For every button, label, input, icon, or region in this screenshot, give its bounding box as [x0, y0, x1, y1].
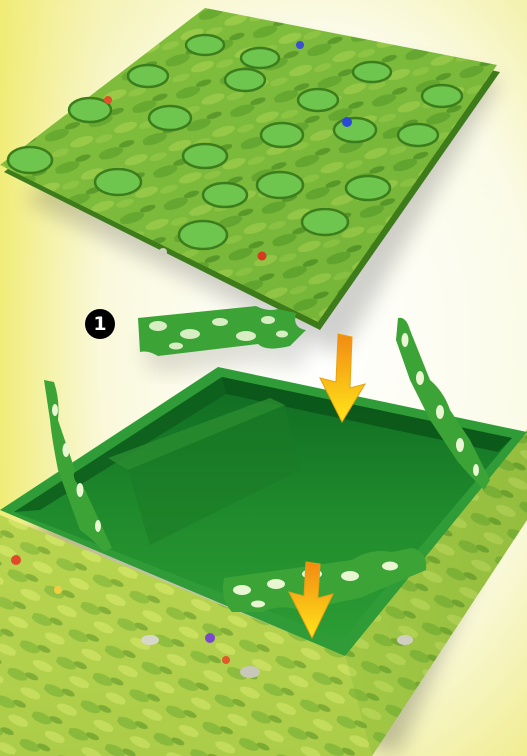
- stone-icon: [159, 248, 167, 256]
- red-beetle-icon: [104, 96, 112, 104]
- divider-piece-top: [138, 306, 314, 374]
- red-beetle-icon: [258, 252, 267, 261]
- step-number-badge: 1: [85, 309, 115, 339]
- blue-beetle-icon: [342, 117, 352, 127]
- blue-beetle-icon: [296, 41, 304, 49]
